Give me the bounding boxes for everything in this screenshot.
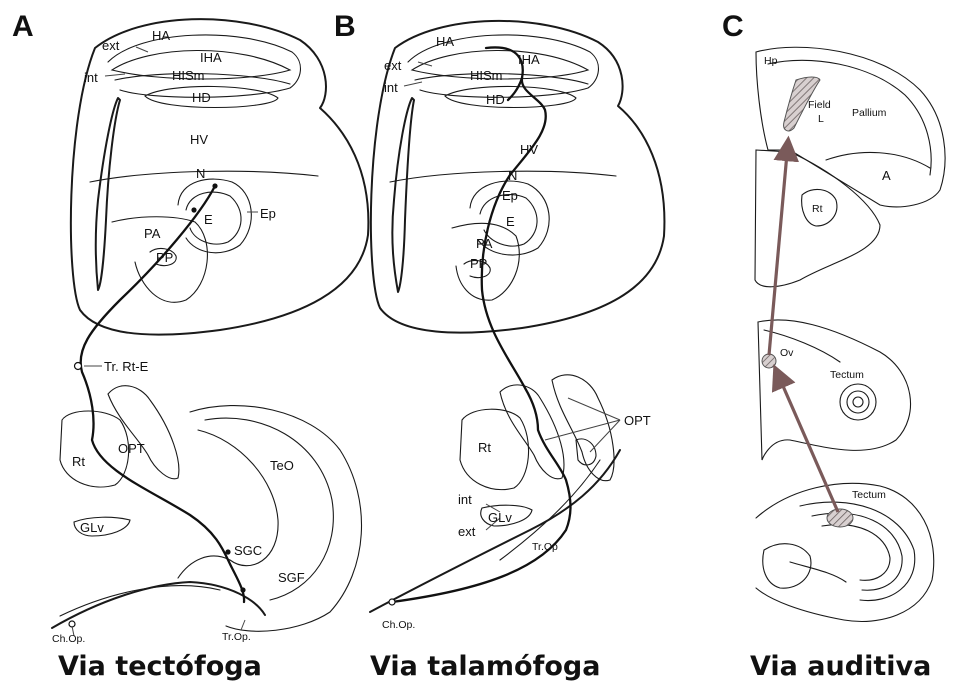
panel-a-label-pp: PP bbox=[156, 250, 173, 265]
panel-b-label-iha: IHA bbox=[518, 52, 540, 67]
panel-a-ep-outline bbox=[178, 179, 251, 253]
panel-a-label-int: int bbox=[84, 70, 98, 85]
panel-a-synapse-n bbox=[212, 183, 217, 188]
panel-a: A bbox=[12, 10, 368, 682]
panel-b-label-e: E bbox=[506, 214, 515, 229]
panel-b-label-ep: Ep bbox=[502, 188, 518, 203]
panel-b-label-hd: HD bbox=[486, 92, 505, 107]
panel-a-label-hd: HD bbox=[192, 90, 211, 105]
panel-b-label-trop: Tr.Op bbox=[532, 541, 558, 553]
panel-c-a-boundary bbox=[826, 152, 930, 168]
panel-c-label-pallium: Pallium bbox=[852, 107, 887, 119]
panel-b-label-n: N bbox=[508, 168, 517, 183]
panel-c-arrow-to-ov bbox=[776, 370, 838, 512]
panel-c-label-ov: Ov bbox=[780, 347, 794, 359]
panel-a-label-e: E bbox=[204, 212, 213, 227]
panel-b-label-ext: ext bbox=[384, 58, 402, 73]
panel-a-tract-marker bbox=[75, 363, 82, 370]
panel-c-label-l: L bbox=[818, 113, 824, 125]
panel-b-label-hism: HISm bbox=[470, 68, 503, 83]
panel-a-label-hism: HISm bbox=[172, 68, 205, 83]
panel-c-tectum-ring-3 bbox=[853, 397, 863, 407]
panel-c-label-tectum-low: Tectum bbox=[852, 489, 886, 501]
panel-c-label-hp: Hp bbox=[764, 55, 778, 67]
panel-b-opt-leader-1 bbox=[568, 398, 620, 420]
panel-a-ventricle bbox=[96, 98, 120, 290]
panel-c-lower-structure bbox=[790, 562, 846, 582]
panel-b-label-int: int bbox=[384, 80, 398, 95]
panel-b-label-hv: HV bbox=[520, 142, 538, 157]
panel-c-label-rt: Rt bbox=[812, 203, 823, 215]
panel-b-label-int2: int bbox=[458, 492, 472, 507]
panel-a-sgc-layer bbox=[178, 430, 278, 578]
panel-a-label-pa: PA bbox=[144, 226, 161, 241]
panel-c-thalamus-outline bbox=[755, 150, 880, 287]
panel-c-midbrain-outline bbox=[758, 320, 911, 460]
panel-b-chiasm-marker bbox=[389, 599, 395, 605]
panel-c-tectum-lamina-1 bbox=[800, 502, 915, 600]
panel-b-label-opt: OPT bbox=[624, 413, 651, 428]
panel-a-synapse-sgc bbox=[225, 549, 230, 554]
panel-a-teo-outer bbox=[190, 406, 362, 632]
panel-c-label-field: Field bbox=[808, 99, 831, 111]
panel-c-tectum-lamina-3 bbox=[822, 525, 890, 581]
panel-c-tectum-ring-1 bbox=[840, 384, 876, 420]
panel-b-label-pp: PP bbox=[470, 256, 487, 271]
panel-b-rt-outline bbox=[460, 409, 529, 489]
panel-c-caption: Via auditiva bbox=[750, 651, 931, 682]
panel-a-label-ep: Ep bbox=[260, 206, 276, 221]
panel-a-label-rt: Rt bbox=[72, 454, 85, 469]
panel-a-label-iha: IHA bbox=[200, 50, 222, 65]
panel-c-label-tectum-mid: Tectum bbox=[830, 369, 864, 381]
panel-b-optic-tract bbox=[370, 450, 620, 612]
panel-a-trop-leader bbox=[241, 620, 245, 630]
panel-b-label-chop: Ch.Op. bbox=[382, 619, 415, 631]
panel-b-hv-boundary bbox=[390, 171, 616, 182]
panel-a-label-trop: Tr.Op. bbox=[222, 631, 251, 643]
panel-c-arrow-to-field-l bbox=[769, 142, 788, 355]
panel-a-synapse-e bbox=[191, 207, 196, 212]
panel-b: B HA ext IHA int HISm bbox=[334, 10, 664, 682]
panel-a-int-leader bbox=[105, 74, 125, 76]
panel-a-telencephalon-outline bbox=[71, 19, 369, 334]
panel-a-opt-outline bbox=[108, 386, 179, 479]
panel-b-label-pa: PA bbox=[476, 236, 493, 251]
panel-b-label-ext2: ext bbox=[458, 524, 476, 539]
panel-b-label-rt: Rt bbox=[478, 440, 491, 455]
panel-a-caption: Via tectófoga bbox=[58, 651, 262, 682]
panel-c-mld-nucleus bbox=[827, 509, 853, 527]
panel-a-label-opt: OPT bbox=[118, 441, 145, 456]
panel-a-label-chop: Ch.Op. bbox=[52, 633, 85, 645]
panel-a-synapse-sgf bbox=[240, 587, 245, 592]
panel-b-label-glv: GLv bbox=[488, 510, 512, 525]
panel-b-caption: Via talamófoga bbox=[370, 651, 600, 682]
panel-c-letter: C bbox=[722, 10, 744, 43]
panel-a-label-ha: HA bbox=[152, 28, 170, 43]
panel-a-ext-leader bbox=[136, 47, 148, 52]
panel-c-ov-nucleus bbox=[762, 354, 776, 368]
panel-a-label-sgf: SGF bbox=[278, 570, 305, 585]
panel-b-int-leader bbox=[404, 82, 422, 86]
panel-a-letter: A bbox=[12, 10, 34, 43]
panel-a-label-ext: ext bbox=[102, 38, 120, 53]
panel-b-ventricle bbox=[392, 98, 414, 292]
panel-b-letter: B bbox=[334, 10, 356, 43]
panel-c: C Hp Field L Pallium A Rt Ov Tect bbox=[722, 10, 945, 682]
panel-b-opt-leader-3 bbox=[590, 420, 620, 452]
panel-c-hindbrain-outline bbox=[756, 483, 934, 621]
panel-c-tectum-ring-2 bbox=[847, 391, 869, 413]
panel-a-label-hv: HV bbox=[190, 132, 208, 147]
panel-a-ha-layer bbox=[108, 35, 300, 97]
panel-a-label-sgc: SGC bbox=[234, 543, 262, 558]
panel-b-opt-nucleus bbox=[576, 439, 596, 465]
panel-a-label-n: N bbox=[196, 166, 205, 181]
panel-a-label-teo: TeO bbox=[270, 458, 294, 473]
panel-a-label-glv: GLv bbox=[80, 520, 104, 535]
panel-c-label-a: A bbox=[882, 168, 891, 183]
panel-a-teo-inner bbox=[205, 418, 333, 600]
panel-a-label-tract: Tr. Rt-E bbox=[104, 359, 149, 374]
panel-b-label-ha: HA bbox=[436, 34, 454, 49]
